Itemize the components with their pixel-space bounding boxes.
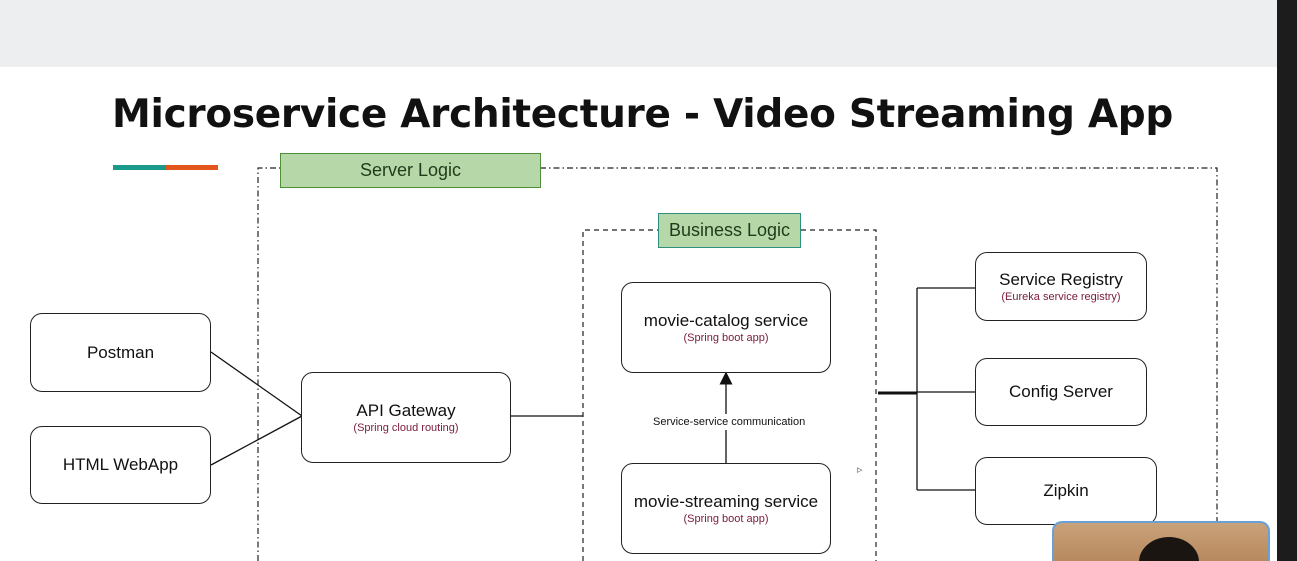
business-logic-label: Business Logic — [658, 213, 801, 248]
service-registry-label: Service Registry — [999, 270, 1123, 289]
slide-title: Microservice Architecture - Video Stream… — [112, 92, 1173, 137]
html-webapp-label: HTML WebApp — [62, 455, 179, 474]
zipkin-label: Zipkin — [1043, 481, 1089, 500]
api-gateway-node: API Gateway (Spring cloud routing) — [301, 372, 511, 463]
service-registry-node: Service Registry (Eureka service registr… — [975, 252, 1147, 321]
edge-webapp-gateway — [210, 415, 303, 466]
server-logic-label: Server Logic — [280, 153, 541, 188]
config-server-node: Config Server — [975, 358, 1147, 426]
title-accent-orange — [166, 165, 218, 170]
edge-postman-gateway — [210, 351, 303, 417]
postman-label: Postman — [86, 342, 155, 362]
presenter-webcam-overlay — [1052, 521, 1270, 561]
movie-catalog-node: movie-catalog service (Spring boot app) — [621, 282, 831, 373]
api-gateway-sublabel: (Spring cloud routing) — [353, 422, 459, 434]
service-registry-sublabel: (Eureka service registry) — [1001, 291, 1121, 303]
zipkin-node: Zipkin — [975, 457, 1157, 525]
movie-catalog-label: movie-catalog service — [643, 311, 809, 330]
presenter-head — [1139, 537, 1199, 561]
movie-catalog-sublabel: (Spring boot app) — [683, 332, 769, 344]
postman-node: Postman — [30, 313, 211, 392]
html-webapp-node: HTML WebApp — [30, 426, 211, 504]
server-logic-boundary — [257, 167, 1218, 561]
api-gateway-label: API Gateway — [356, 401, 456, 420]
movie-streaming-label: movie-streaming service — [633, 492, 819, 511]
config-server-label: Config Server — [1009, 382, 1113, 401]
window-edge-bar — [1277, 0, 1297, 561]
slide-top-bar — [0, 0, 1277, 67]
title-accent-teal — [113, 165, 166, 170]
movie-streaming-sublabel: (Spring boot app) — [683, 513, 769, 525]
mouse-pointer-icon: ▹ — [857, 464, 863, 476]
movie-streaming-node: movie-streaming service (Spring boot app… — [621, 463, 831, 554]
service-communication-label: Service-service communication — [651, 414, 808, 430]
